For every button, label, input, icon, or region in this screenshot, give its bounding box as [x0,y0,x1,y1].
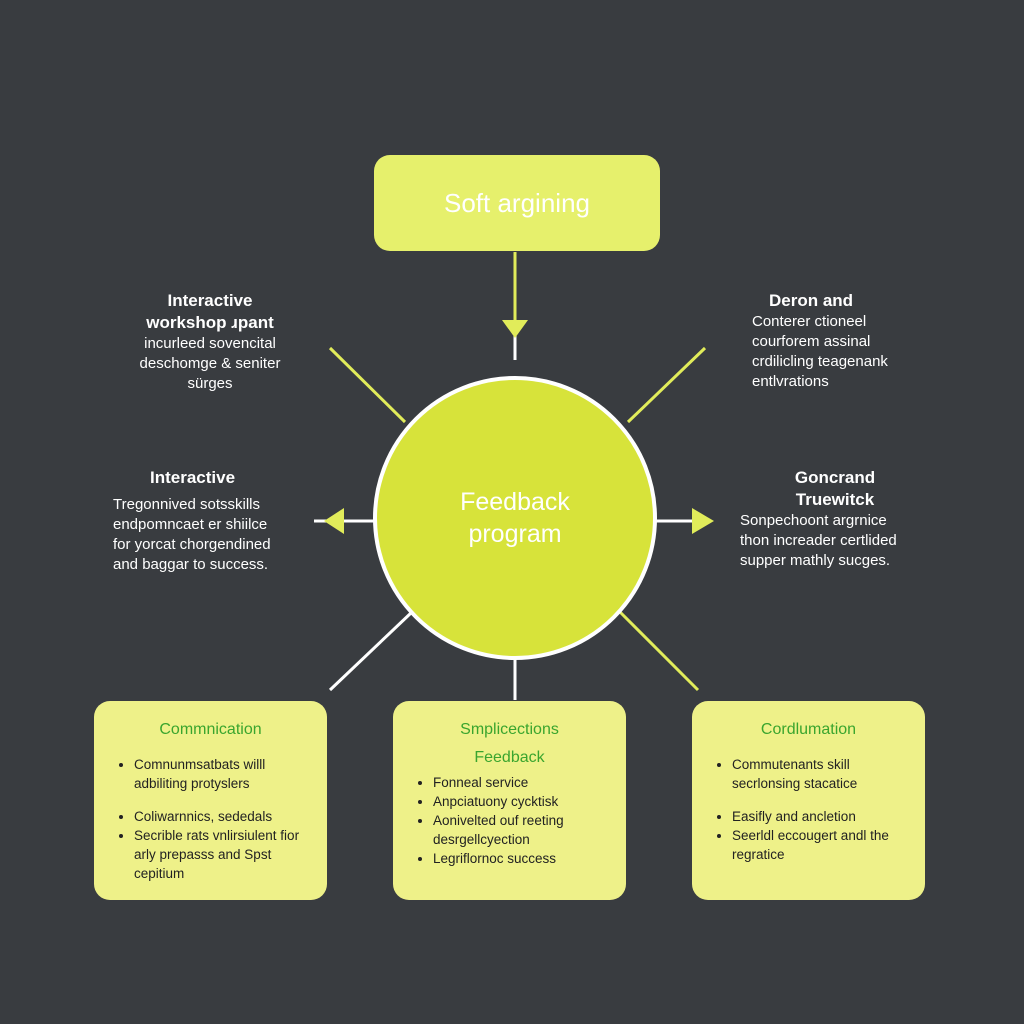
note-title: Interactive [150,468,236,487]
note-line: Sonpechoont argrnice [740,512,887,529]
card-title: Commnication [159,721,262,738]
card-item: Aonivelted ouf reeting desrgellcyection [433,811,608,849]
note-top-right: Deron and Conterer ctioneel courforem as… [752,290,952,392]
card-item: Commutenants skill secrlonsing stacatice [732,755,907,793]
connector-bottom-left [328,610,414,692]
card-item: Coliwarnnics, sededals [134,807,309,826]
note-line: Tregonnived sotsskills [113,496,261,513]
note-line: crdilicling teagenank [752,353,888,370]
note-title: workshop ɹpant [146,313,274,332]
arrow-left-icon [324,508,344,534]
note-line: courforem assinal [752,333,871,350]
card-item: Comnunmsatbats willl adbiliting protysle… [134,755,309,793]
note-top-left: Interactive workshop ɹpant incurleed sov… [110,290,310,394]
arrow-down-icon [502,320,528,338]
card-item: Secrible rats vnlirsiulent fior arly pre… [134,826,309,883]
card-title: Cordlumation [760,721,857,738]
card-subtitle: Feedback [474,749,545,766]
note-line: thon increader certlided [740,532,897,549]
hub-label-1: Feedback [460,488,570,516]
hub-label-2: program [468,520,562,548]
card-feedback: Smplicections Feedback Fonneal service A… [393,701,626,900]
hub-node: Feedback program [373,376,657,660]
note-mid-left: Interactive Tregonnived sotsskills endpo… [113,467,323,575]
note-line: entlvrations [752,373,829,390]
connector-bottom-right [618,610,700,692]
top-node-label: Soft argining [444,187,590,218]
note-line: and baggar to success. [113,556,269,573]
card-item: Anpciatuony cycktisk [433,792,608,811]
note-mid-right: Goncrand Truewitck Sonpechoont argrnice … [740,467,930,571]
card-item: Easifly and ancletion [732,807,907,826]
card-title: Smplicections [460,721,559,738]
note-line: incurleed sovencital [144,335,276,352]
connector-top-right [626,346,707,424]
top-node: Soft argining [374,155,660,251]
card-coordination: Cordlumation Commutenants skill secrlons… [692,701,925,900]
card-item: Fonneal service [433,773,608,792]
note-title: Truewitck [795,490,875,509]
connector-top-left [328,346,407,424]
card-communication: Commnication Comnunmsatbats willl adbili… [94,701,327,900]
note-line: Conterer ctioneel [752,313,867,330]
note-title: Interactive [167,291,253,310]
card-item: Seerldl eccougert andl the regratice [732,826,907,864]
card-item: Legriflornoc success [433,849,608,868]
note-line: endpomncaet er shiilce [113,516,268,533]
arrow-right-icon [692,508,714,534]
note-line: sürges [187,375,233,392]
note-line: for yorcat chorgendined [113,536,271,553]
note-line: supper mathly sucges. [740,552,891,569]
note-title: Goncrand [794,468,876,487]
note-title: Deron and [769,291,854,310]
note-line: deschomge & seniter [139,355,281,372]
